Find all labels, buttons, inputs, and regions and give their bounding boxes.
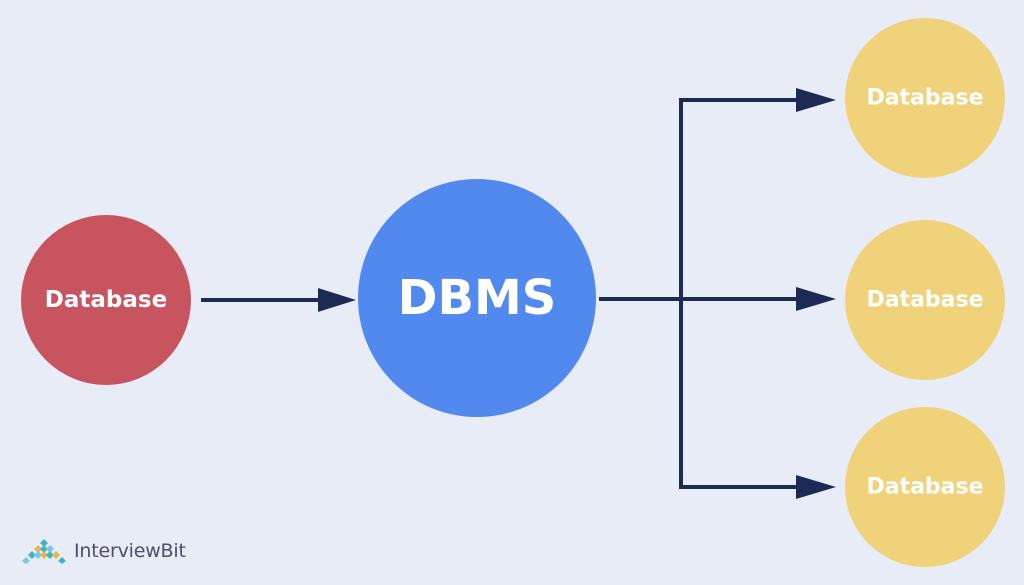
- target-database-node-middle: Database: [845, 220, 1005, 380]
- target-database-node-bottom: Database: [845, 407, 1005, 567]
- interviewbit-logo-icon: [22, 539, 66, 564]
- brand-name: InterviewBit: [74, 540, 186, 562]
- target-database-circle: [845, 407, 1005, 567]
- branch-arrowhead-middle: [796, 287, 836, 311]
- target-database-circle: [845, 220, 1005, 380]
- branch-arrowhead-bottom: [796, 475, 836, 499]
- dbms-circle: [358, 179, 596, 417]
- target-database-node-top: Database: [845, 18, 1005, 178]
- dbms-node: DBMS: [358, 179, 596, 417]
- target-database-label: Database: [866, 475, 983, 500]
- brand-logo: InterviewBit: [20, 538, 186, 564]
- source-database-node: Database: [21, 215, 191, 385]
- source-database-circle: [21, 215, 191, 385]
- target-database-label: Database: [866, 86, 983, 111]
- target-database-label: Database: [866, 288, 983, 313]
- target-database-circle: [845, 18, 1005, 178]
- dbms-label: DBMS: [398, 270, 557, 326]
- connectors: [201, 88, 836, 499]
- source-database-label: Database: [45, 287, 167, 313]
- source-to-dbms-arrowhead: [318, 288, 356, 312]
- branch-arrowhead-top: [796, 88, 836, 112]
